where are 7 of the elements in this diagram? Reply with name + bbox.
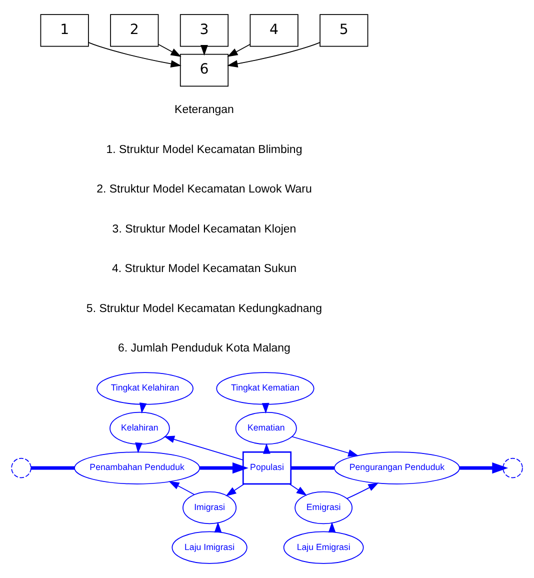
label: Keterangan [174, 104, 234, 116]
label: 4. Struktur Model Kecamatan Sukun [112, 263, 296, 276]
label: 2. Struktur Model Kecamatan Lowok Waru [96, 184, 312, 196]
label: 6. Jumlah Penduduk Kota Malang [118, 342, 290, 355]
label: 1. Struktur Model Kecamatan Blimbing [106, 144, 302, 156]
label: 3. Struktur Model Kecamatan Klojen [112, 223, 296, 236]
label: 5. Struktur Model Kecamatan Kedungkadnang [86, 302, 322, 315]
